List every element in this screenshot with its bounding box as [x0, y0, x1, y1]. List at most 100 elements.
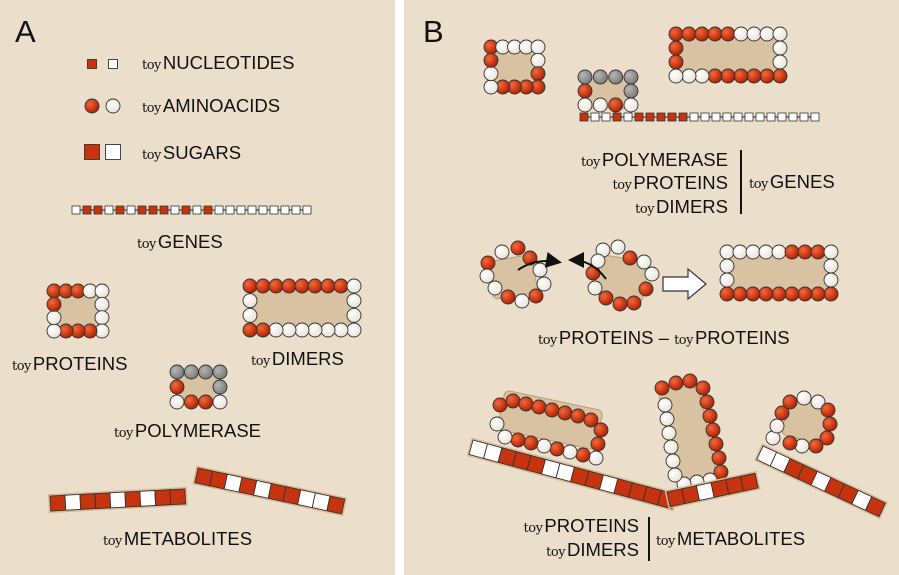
white-aminoacid [242, 307, 258, 323]
b-bottom-divider [648, 517, 650, 561]
red-aminoacid [797, 286, 813, 302]
white-legend-square [105, 144, 121, 160]
red-aminoacid [699, 394, 715, 410]
white-aminoacid [212, 394, 228, 410]
metabolite-chain [192, 465, 348, 517]
toy-prefix: toy [103, 534, 122, 549]
toy-prefix: toy [546, 545, 566, 560]
white-nucleotide [744, 112, 754, 122]
white-sugar [64, 493, 82, 511]
red-aminoacid [720, 26, 736, 42]
panel-b-letter: B [423, 14, 444, 49]
white-aminoacid [746, 26, 762, 42]
white-aminoacid [487, 280, 503, 296]
red-nucleotide [181, 205, 191, 215]
white-aminoacid [823, 272, 839, 288]
white-nucleotide [722, 112, 732, 122]
red-aminoacid [782, 394, 798, 410]
white-aminoacid [346, 307, 362, 323]
white-aminoacid [494, 244, 510, 260]
red-aminoacid [255, 322, 271, 338]
connector-lines [76, 116, 815, 211]
red-nucleotide [579, 112, 589, 122]
red-aminoacid [733, 68, 749, 84]
white-nucleotide [214, 205, 224, 215]
red-aminoacid [281, 278, 297, 294]
white-aminoacid [732, 244, 748, 260]
red-nucleotide [612, 112, 622, 122]
red-aminoacid [528, 288, 544, 304]
white-aminoacid [536, 276, 552, 292]
white-nucleotide [623, 112, 633, 122]
white-aminoacid [281, 322, 297, 338]
white-nucleotide [280, 205, 290, 215]
white-aminoacid [268, 322, 284, 338]
red-aminoacid [183, 394, 199, 410]
white-aminoacid [636, 254, 652, 270]
white-aminoacid [320, 322, 336, 338]
toy-prefix: toy [612, 178, 632, 193]
white-aminoacid [668, 68, 684, 84]
white-aminoacid [644, 266, 660, 282]
white-aminoacid [588, 450, 604, 466]
red-aminoacid [549, 441, 565, 457]
red-aminoacid [242, 278, 258, 294]
white-nucleotide [711, 112, 721, 122]
red-aminoacid [608, 97, 624, 113]
white-nucleotide [766, 112, 776, 122]
gray-aminoacid [623, 69, 639, 85]
red-aminoacid [759, 68, 775, 84]
white-aminoacid [489, 416, 505, 432]
red-nucleotide [645, 112, 655, 122]
white-aminoacid [694, 68, 710, 84]
red-aminoacid [771, 286, 787, 302]
red-nucleotide [634, 112, 644, 122]
white-aminoacid [769, 418, 785, 434]
gray-aminoacid [623, 83, 639, 99]
monomer-units [46, 26, 889, 520]
white-aminoacid [46, 310, 62, 326]
toy-prefix: toy [251, 354, 270, 369]
white-aminoacid [590, 253, 606, 269]
bind-arrow-left-icon [568, 252, 607, 280]
red-nucleotide [115, 205, 125, 215]
white-aminoacid [587, 280, 603, 296]
red-sugar [154, 489, 172, 506]
white-aminoacid [483, 79, 499, 95]
gray-aminoacid [169, 364, 185, 380]
red-aminoacid [544, 402, 560, 418]
red-aminoacid [530, 66, 546, 82]
red-aminoacid [320, 278, 336, 294]
white-aminoacid [661, 425, 677, 441]
red-aminoacid [268, 278, 284, 294]
red-aminoacid [820, 402, 836, 418]
red-aminoacid [774, 405, 790, 421]
red-sugar [49, 494, 67, 512]
white-nucleotide [755, 112, 765, 122]
red-aminoacid [333, 278, 349, 294]
red-aminoacid [668, 54, 684, 70]
white-aminoacid [733, 26, 749, 42]
metabolite-chain [47, 486, 188, 514]
white-aminoacid [562, 444, 578, 460]
metabolite-chain [754, 443, 889, 520]
white-aminoacid [592, 97, 608, 113]
red-aminoacid [784, 286, 800, 302]
red-aminoacid [626, 295, 642, 311]
red-aminoacid [480, 255, 496, 271]
red-aminoacid [746, 68, 762, 84]
red-aminoacid [810, 286, 826, 302]
red-aminoacid [198, 394, 214, 410]
toy-prefix: toy [656, 534, 675, 549]
red-aminoacid [707, 26, 723, 42]
red-aminoacid [523, 435, 539, 451]
toy-prefix: toy [580, 155, 600, 170]
red-aminoacid [668, 26, 684, 42]
white-nucleotide [291, 205, 301, 215]
